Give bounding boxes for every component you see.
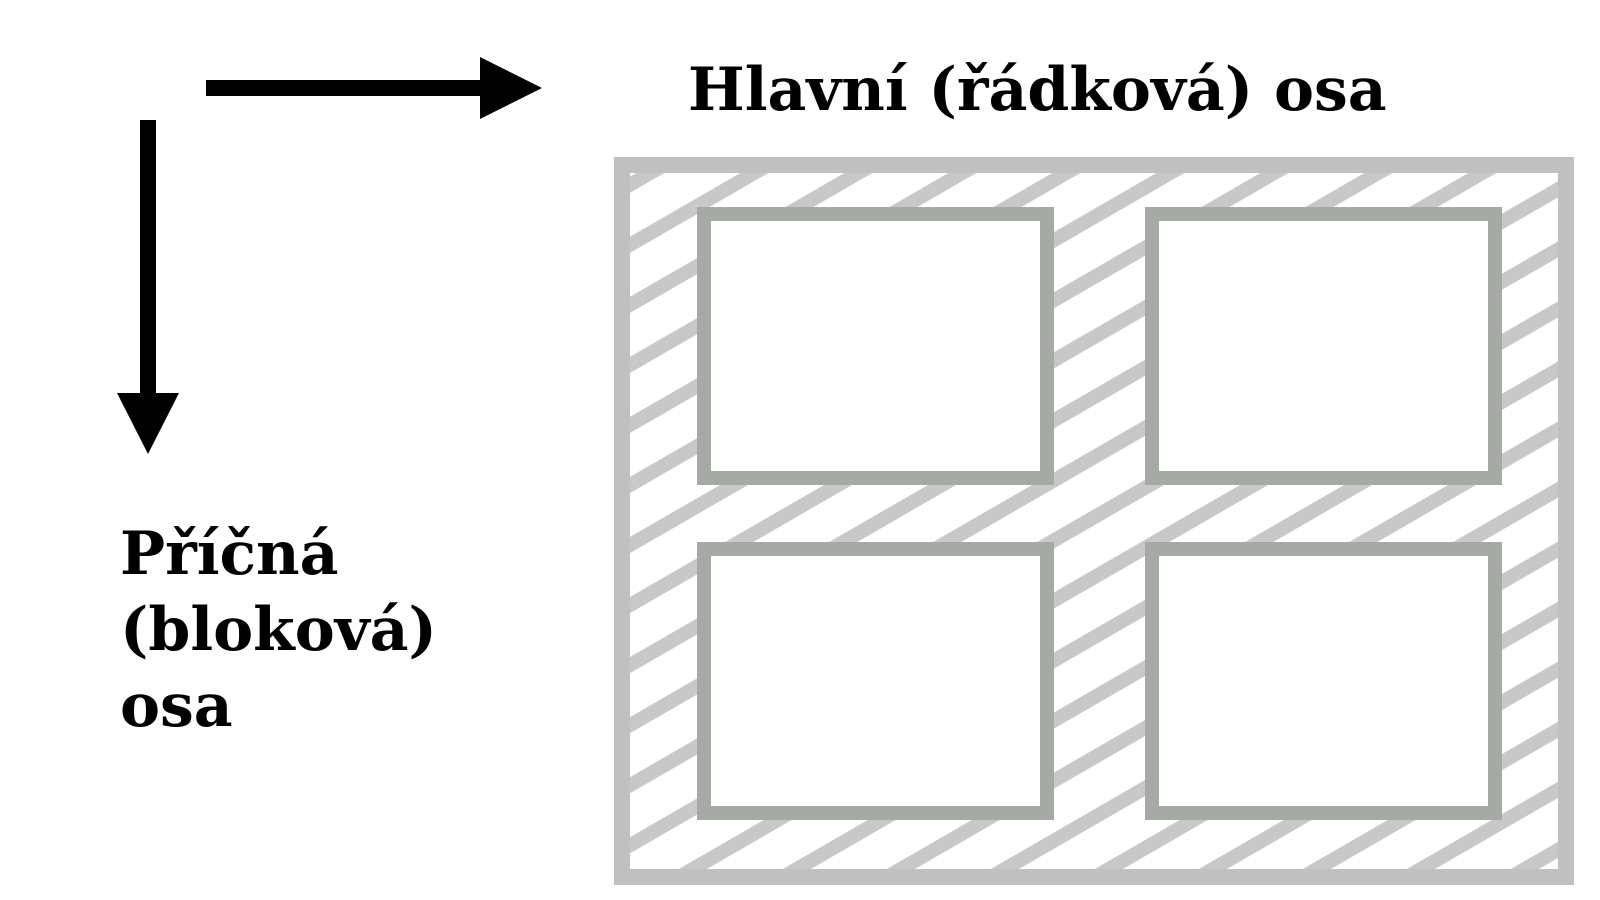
cross-axis-label-line-3: osa — [120, 671, 233, 741]
grid-item-row2-col2 — [1145, 542, 1502, 820]
cross-axis-arrow — [117, 120, 179, 454]
grid-item-row1-col2 — [1145, 207, 1502, 485]
main-axis-arrowhead — [480, 57, 542, 119]
main-axis-arrow-shaft — [206, 80, 486, 96]
cross-axis-label-line-1: Příčná — [120, 519, 339, 589]
cross-axis-label: Příčná (bloková) osa — [120, 516, 437, 744]
grid-items — [697, 207, 1502, 820]
grid-item-row1-col1 — [697, 207, 1054, 485]
cross-axis-arrowhead — [117, 393, 179, 454]
cross-axis-arrow-shaft — [140, 120, 156, 400]
cross-axis-label-line-2: (bloková) — [120, 595, 437, 665]
grid-container-border — [614, 157, 1574, 885]
main-axis-arrow — [206, 57, 542, 119]
main-axis-label: Hlavní (řádková) osa — [688, 55, 1387, 125]
grid-item-row2-col1 — [697, 542, 1054, 820]
